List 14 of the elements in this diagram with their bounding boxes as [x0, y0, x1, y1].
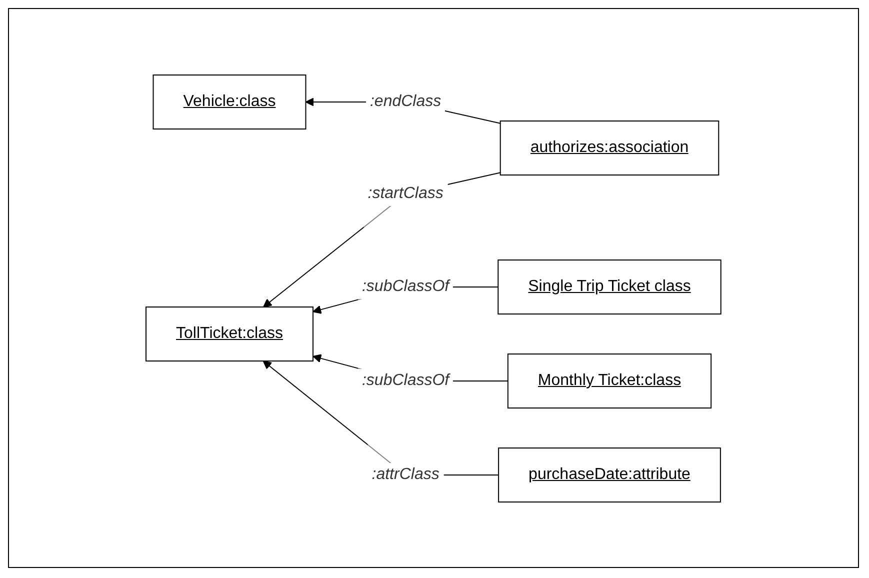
edge-label: :endClass — [370, 92, 442, 110]
edge-label: :startClass — [368, 184, 444, 202]
edge-label: :attrClass — [372, 466, 440, 482]
arrow — [262, 360, 500, 475]
edge-label: :subClassOf — [362, 278, 450, 294]
diagram-frame: :endClass :startClass :subClassOf :subClassOf :attrClass authorizes:association Vehicle:class TollTicket:class Single Trip Ticket class Monthly Ticket:class purchaseDate:attribute — [8, 8, 859, 568]
node-box — [507, 353, 712, 408]
edge-label: :subClassOf — [362, 372, 450, 388]
node-box — [498, 259, 722, 314]
node-box — [500, 120, 720, 175]
node-box — [146, 306, 314, 361]
node-box — [498, 447, 721, 502]
arrow — [263, 172, 501, 307]
node-box — [152, 74, 306, 129]
